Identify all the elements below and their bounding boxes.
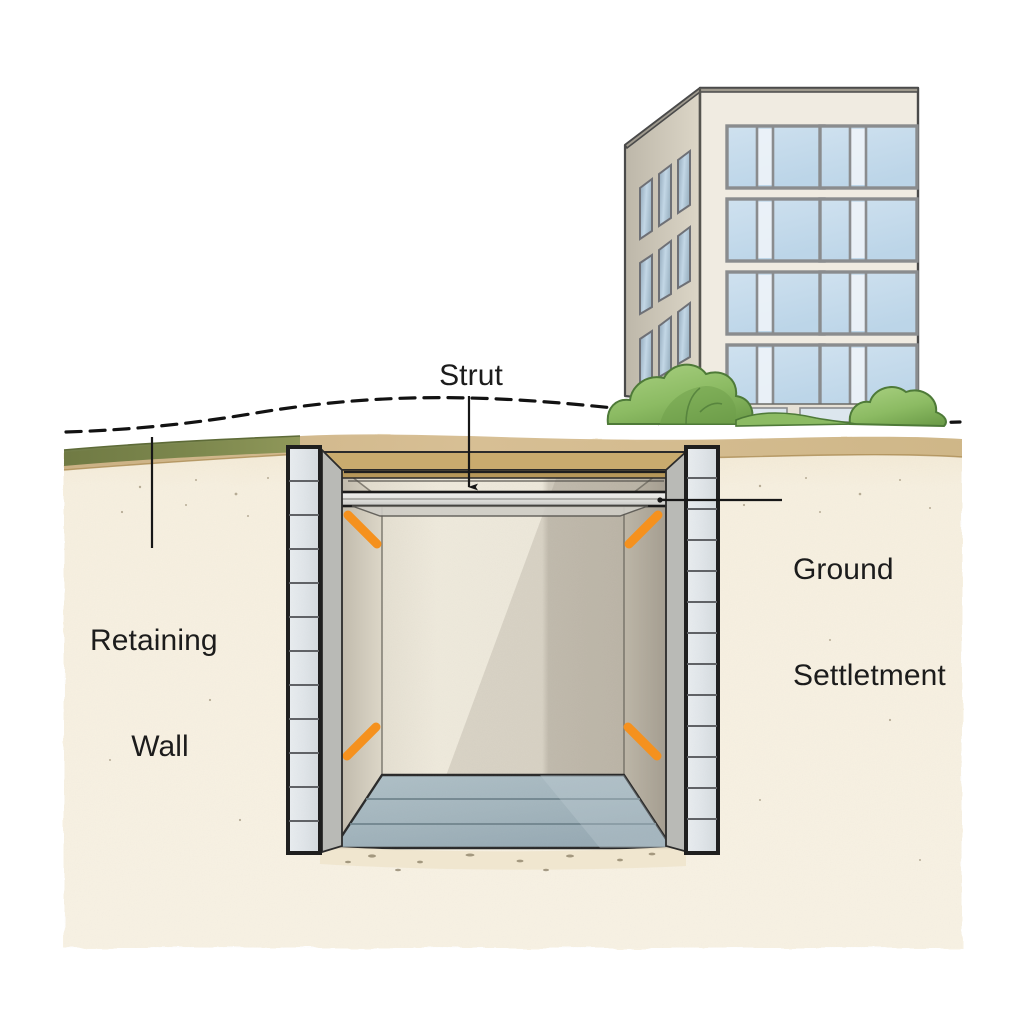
strut-under-flange [351,505,649,517]
window-front [818,270,919,336]
building-front-windows [725,124,919,409]
original-grade-line [64,396,962,434]
surface-speckles [109,477,931,861]
bush-shading [660,386,736,424]
brace-upper-right [624,510,663,549]
left-wall-texture [290,449,318,851]
label-leader-lines [150,396,782,548]
bush [848,386,947,428]
label-retaining-wall-line2: Wall [131,729,189,763]
brace-lower-left [342,722,381,761]
grass-strip-left-fringe [63,435,301,451]
bush-low-hedge [735,412,857,427]
brace-lower-right [623,722,662,761]
label-ground-settlement-line1: Ground [793,552,894,586]
floor-joint-lines [350,798,656,825]
retaining-wall-left [286,445,343,855]
brace-upper-left [343,510,382,549]
label-ground-settlement: Ground Settletment [793,481,946,764]
excavation-pit [320,465,686,872]
label-ground-settlement-line2: Settletment [793,658,946,692]
pit-cap-beam [321,451,689,479]
floor-highlight [540,775,672,848]
window-front [725,270,826,336]
left-wall-inner-panel [321,447,343,854]
window-front [818,124,919,190]
original-ground-level-dashed [64,396,962,434]
right-wall-texture [688,449,716,851]
excavation-cast-shadow [420,468,666,846]
base-debris-speckles [345,852,656,872]
pit-base-soil-rim [320,846,686,870]
excavation-floor [332,773,674,850]
bushes-at-building-base [606,363,947,428]
excavation-back-wall-grain [340,468,666,846]
window-front [725,197,826,263]
label-retaining-wall-line1: Retaining [90,623,218,657]
grass-strip-left [64,436,300,466]
retaining-wall-right [665,445,720,855]
bush-stem-detail [685,387,723,425]
window-front [725,124,826,190]
label-strut: Strut [439,359,503,392]
label-retaining-wall: Retaining Wall [90,552,230,835]
window-front [818,197,919,263]
corner-braces [342,510,663,761]
leader-ground-settlement-dot [657,497,663,503]
cap-beam-top [321,451,689,471]
